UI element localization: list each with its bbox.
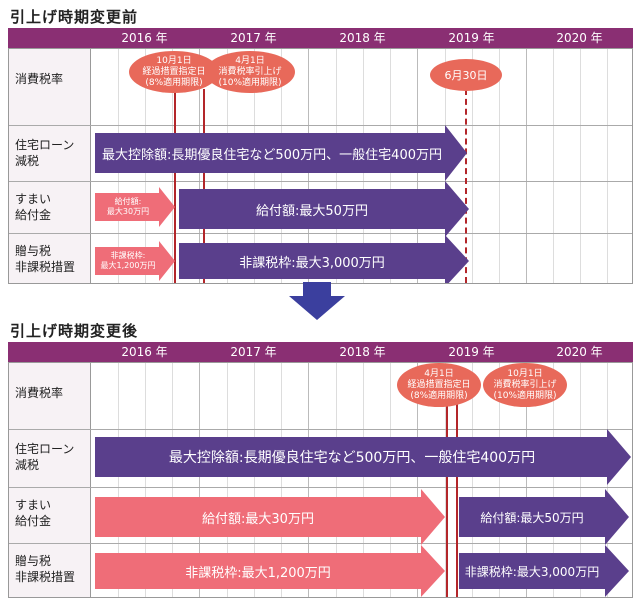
row-label-column [9, 363, 91, 597]
arrow-loan-before [95, 125, 467, 181]
oval-2016-oct: 10月1日経過措置指定日(8%適用期限) [129, 51, 219, 93]
arrow-benefit30-after [95, 489, 445, 545]
arrow-loan-before-text: 最大控除額:長期優良住宅など500万円、一般住宅400万円 [101, 147, 442, 163]
row-label-tax-rate: 消費税率 [15, 72, 64, 86]
before-section-title: 引上げ時期変更前 [10, 8, 139, 26]
arrow-gift1200-after-text: 非課税枠:最大1,200万円 [185, 565, 331, 581]
row-label-column [9, 49, 91, 283]
year-2018: 2018 年 [339, 345, 386, 359]
before-grid: 消費税率 住宅ローン減税 すまい給付金 贈与税非課税措置 10月1日経過措置指定… [8, 48, 633, 284]
arrow-loan-after [95, 429, 631, 485]
arrow-benefit30-before [95, 187, 175, 227]
row-label-gift: 贈与税非課税措置 [15, 554, 76, 584]
arrow-benefit50-after [459, 489, 629, 545]
row-label-loan: 住宅ローン減税 [15, 138, 75, 168]
arrow-benefit50-after-text: 給付額:最大50万円 [480, 510, 584, 525]
arrow-gift1200-before [95, 241, 175, 281]
row-label-benefit: すまい給付金 [15, 192, 52, 222]
year-2020: 2020 年 [556, 31, 603, 45]
arrow-benefit30-after-text: 給付額:最大30万円 [202, 511, 314, 527]
after-timeline-chart: 2016 年 2017 年 2018 年 2019 年 2020 年 消費税率 … [8, 342, 633, 598]
oval-2017-apr: 4月1日消費税率引上げ(10%適用期限) [205, 51, 295, 93]
arrow-gift3000-after-text: 非課税枠:最大3,000万円 [464, 564, 600, 579]
row-label-gift: 贈与税非課税措置 [15, 244, 76, 274]
oval-2019-oct: 10月1日消費税率引上げ(10%適用期限) [483, 363, 567, 407]
year-2018: 2018 年 [339, 31, 386, 45]
year-2019: 2019 年 [448, 345, 495, 359]
red-line-2019-apr [446, 403, 448, 597]
year-2017: 2017 年 [230, 31, 277, 45]
arrow-gift3000-after [459, 545, 629, 597]
oval-2019-apr: 4月1日経過措置指定日(8%適用期限) [397, 363, 481, 407]
after-year-header: 2016 年 2017 年 2018 年 2019 年 2020 年 [8, 342, 633, 362]
row-label-tax-rate: 消費税率 [15, 386, 64, 400]
dashed-line-2019-jun [465, 89, 467, 283]
year-2017: 2017 年 [230, 345, 277, 359]
before-arrows-svg [95, 125, 469, 283]
oval-2019-jun: 6月30日 [430, 59, 502, 91]
arrow-gift3000-before [179, 235, 469, 283]
arrow-loan-after-text: 最大控除額:長期優良住宅など500万円、一般住宅400万円 [168, 450, 536, 466]
year-2016: 2016 年 [121, 31, 168, 45]
arrow-gift1200-after [95, 545, 445, 597]
arrow-benefit50-before-text: 給付額:最大50万円 [256, 203, 368, 219]
row-label-loan: 住宅ローン減税 [15, 442, 75, 472]
red-line-2019-oct [456, 403, 458, 597]
arrow-gift3000-before-text: 非課税枠:最大3,000万円 [239, 255, 385, 271]
red-line-2017-apr [203, 89, 205, 283]
year-2020: 2020 年 [556, 345, 603, 359]
after-arrows-svg [95, 429, 631, 597]
before-timeline-chart: 2016 年 2017 年 2018 年 2019 年 2020 年 消費税率 … [8, 28, 633, 284]
before-year-header: 2016 年 2017 年 2018 年 2019 年 2020 年 [8, 28, 633, 48]
arrow-gift1200-before-text: 非課税枠:最大1,200万円 [100, 251, 156, 270]
arrow-benefit50-before [179, 181, 469, 237]
down-arrow-icon [289, 282, 345, 320]
row-label-benefit: すまい給付金 [15, 498, 52, 528]
red-line-2016-oct [174, 89, 176, 283]
year-2019: 2019 年 [448, 31, 495, 45]
year-2016: 2016 年 [121, 345, 168, 359]
after-section-title: 引上げ時期変更後 [10, 322, 139, 340]
arrow-benefit30-before-text: 給付額:最大30万円 [106, 197, 150, 216]
after-grid: 消費税率 住宅ローン減税 すまい給付金 贈与税非課税措置 4月1日経過措置指定日… [8, 362, 633, 598]
